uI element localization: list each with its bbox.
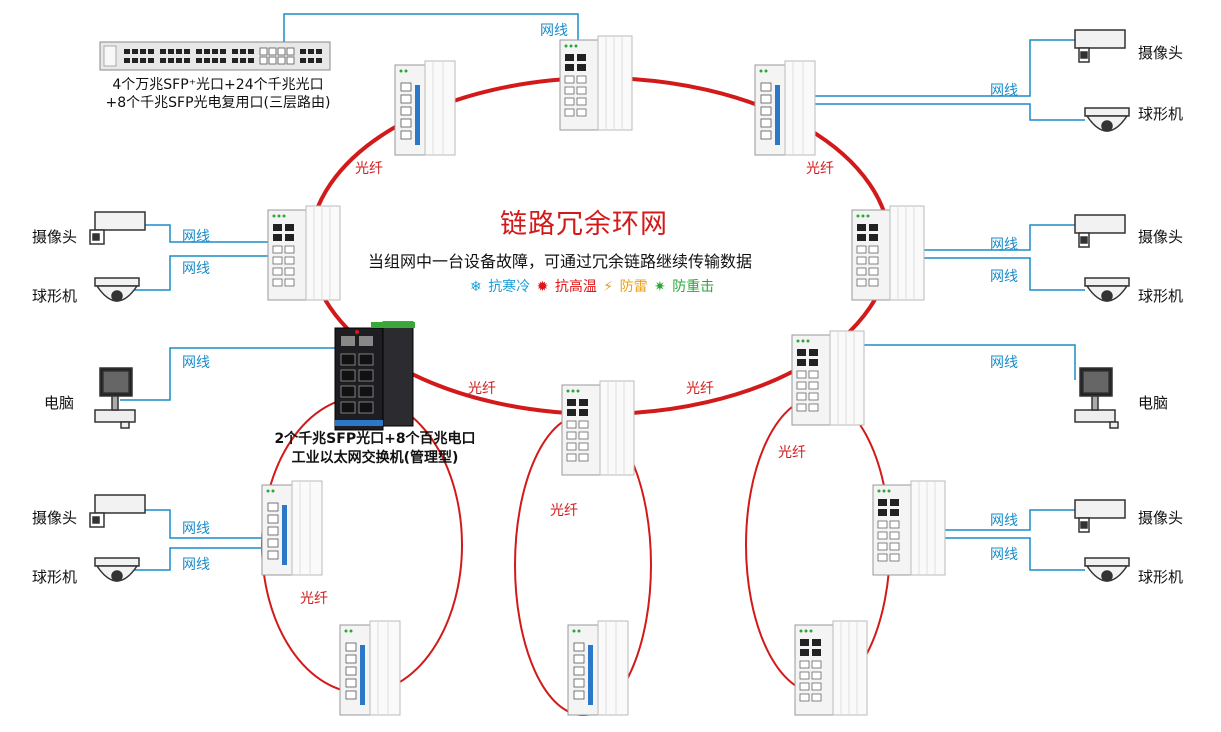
managed-switch	[334, 321, 415, 431]
computer-icon	[94, 367, 1119, 429]
fiber-label: 光纤	[686, 381, 714, 397]
cable-left-dome-1	[130, 255, 278, 291]
cable-label: 网线	[990, 547, 1018, 563]
dome-camera-label: 球形机	[32, 287, 78, 305]
camera-icon	[89, 29, 1126, 533]
feature-lightning: 防雷	[619, 279, 648, 295]
camera-label: 摄像头	[1138, 509, 1184, 527]
cable-left-pc	[120, 347, 340, 401]
switch-right	[851, 205, 925, 301]
cable-left-camera-2	[145, 509, 268, 539]
fiber-label: 光纤	[355, 161, 383, 177]
fiber-label: 光纤	[806, 161, 834, 177]
cable-right-dome-2	[872, 257, 1085, 291]
switch-bottom-center	[561, 380, 635, 476]
managed-switch-caption: 2个千兆SFP光口+8个百兆电口 工业以太网交换机(管理型)	[250, 430, 500, 468]
camera-label: 摄像头	[32, 509, 78, 527]
cable-left-camera-1	[145, 224, 278, 243]
camera-label: 摄像头	[1138, 228, 1184, 246]
core-switch-caption-line2: +8个千兆SFP光电复用口(三层路由)	[105, 95, 331, 111]
feature-cold: 抗寒冷	[488, 279, 531, 295]
feature-heat: 抗高温	[554, 279, 597, 295]
cable-label: 网线	[182, 261, 210, 277]
core-switch-caption-line1: 4个万兆SFP⁺光口+24个千兆光口	[112, 77, 324, 93]
cable-label: 网线	[990, 237, 1018, 253]
switch-right-lower	[791, 330, 865, 426]
feature-impact: 防重击	[672, 279, 715, 295]
cable-left-dome-2	[130, 547, 268, 571]
cable-label: 网线	[182, 557, 210, 573]
fiber-label: 光纤	[468, 381, 496, 397]
dome-camera-label: 球形机	[1138, 105, 1184, 123]
switch-left	[267, 205, 341, 301]
fiber-label: 光纤	[300, 591, 328, 607]
core-switch	[99, 41, 331, 71]
cable-right-camera-2	[872, 224, 1075, 251]
cable-right-dome-1	[785, 103, 1085, 121]
heat-icon: ✹	[536, 279, 549, 295]
switch-top-right	[754, 60, 816, 156]
dome-camera-label: 球形机	[32, 568, 78, 586]
lightning-icon: ⚡	[603, 279, 614, 295]
switch-right-sub	[872, 480, 946, 576]
surge-icon: ✷	[654, 279, 666, 295]
computer-label: 电脑	[44, 394, 75, 412]
cable-right-dome-3	[910, 537, 1085, 571]
dome-camera-label: 球形机	[1138, 287, 1184, 305]
diagram-title: 链路冗余环网	[500, 209, 668, 240]
managed-switch-caption-line2: 工业以太网交换机(管理型)	[291, 450, 459, 466]
feature-list: ❄ 抗寒冷 ✹ 抗高温 ⚡ 防雷 ✷ 防重击	[470, 276, 716, 296]
snowflake-icon: ❄	[470, 279, 482, 295]
switch-bottom-mid	[567, 620, 629, 716]
switch-bottom-left	[339, 620, 401, 716]
switch-bottom-right	[794, 620, 868, 716]
switch-top-left	[394, 60, 456, 156]
cable-label: 网线	[990, 513, 1018, 529]
cable-label: 网线	[182, 355, 210, 371]
cable-label: 网线	[182, 229, 210, 245]
cable-right-camera-1	[785, 39, 1075, 97]
dome-camera-label: 球形机	[1138, 568, 1184, 586]
fiber-label: 光纤	[550, 503, 578, 519]
core-switch-caption: 4个万兆SFP⁺光口+24个千兆光口 +8个千兆SFP光电复用口(三层路由)	[88, 76, 348, 112]
cable-right-pc	[825, 344, 1076, 380]
computer-label: 电脑	[1138, 394, 1169, 412]
camera-label: 摄像头	[32, 228, 78, 246]
camera-label: 摄像头	[1138, 44, 1184, 62]
cable-label: 网线	[990, 83, 1018, 99]
cable-label: 网线	[990, 355, 1018, 371]
cable-label: 网线	[182, 521, 210, 537]
switch-top-center	[559, 35, 633, 131]
managed-switch-caption-line1: 2个千兆SFP光口+8个百兆电口	[274, 431, 476, 447]
switch-left-sub	[261, 480, 323, 576]
dome-camera-icon	[94, 107, 1130, 582]
cable-label: 网线	[990, 269, 1018, 285]
cable-core-to-top	[283, 13, 579, 48]
diagram-subtitle: 当组网中一台设备故障，可通过冗余链路继续传输数据	[368, 252, 753, 271]
fiber-label: 光纤	[778, 445, 806, 461]
cable-right-camera-3	[910, 509, 1075, 531]
cable-label: 网线	[540, 23, 568, 39]
